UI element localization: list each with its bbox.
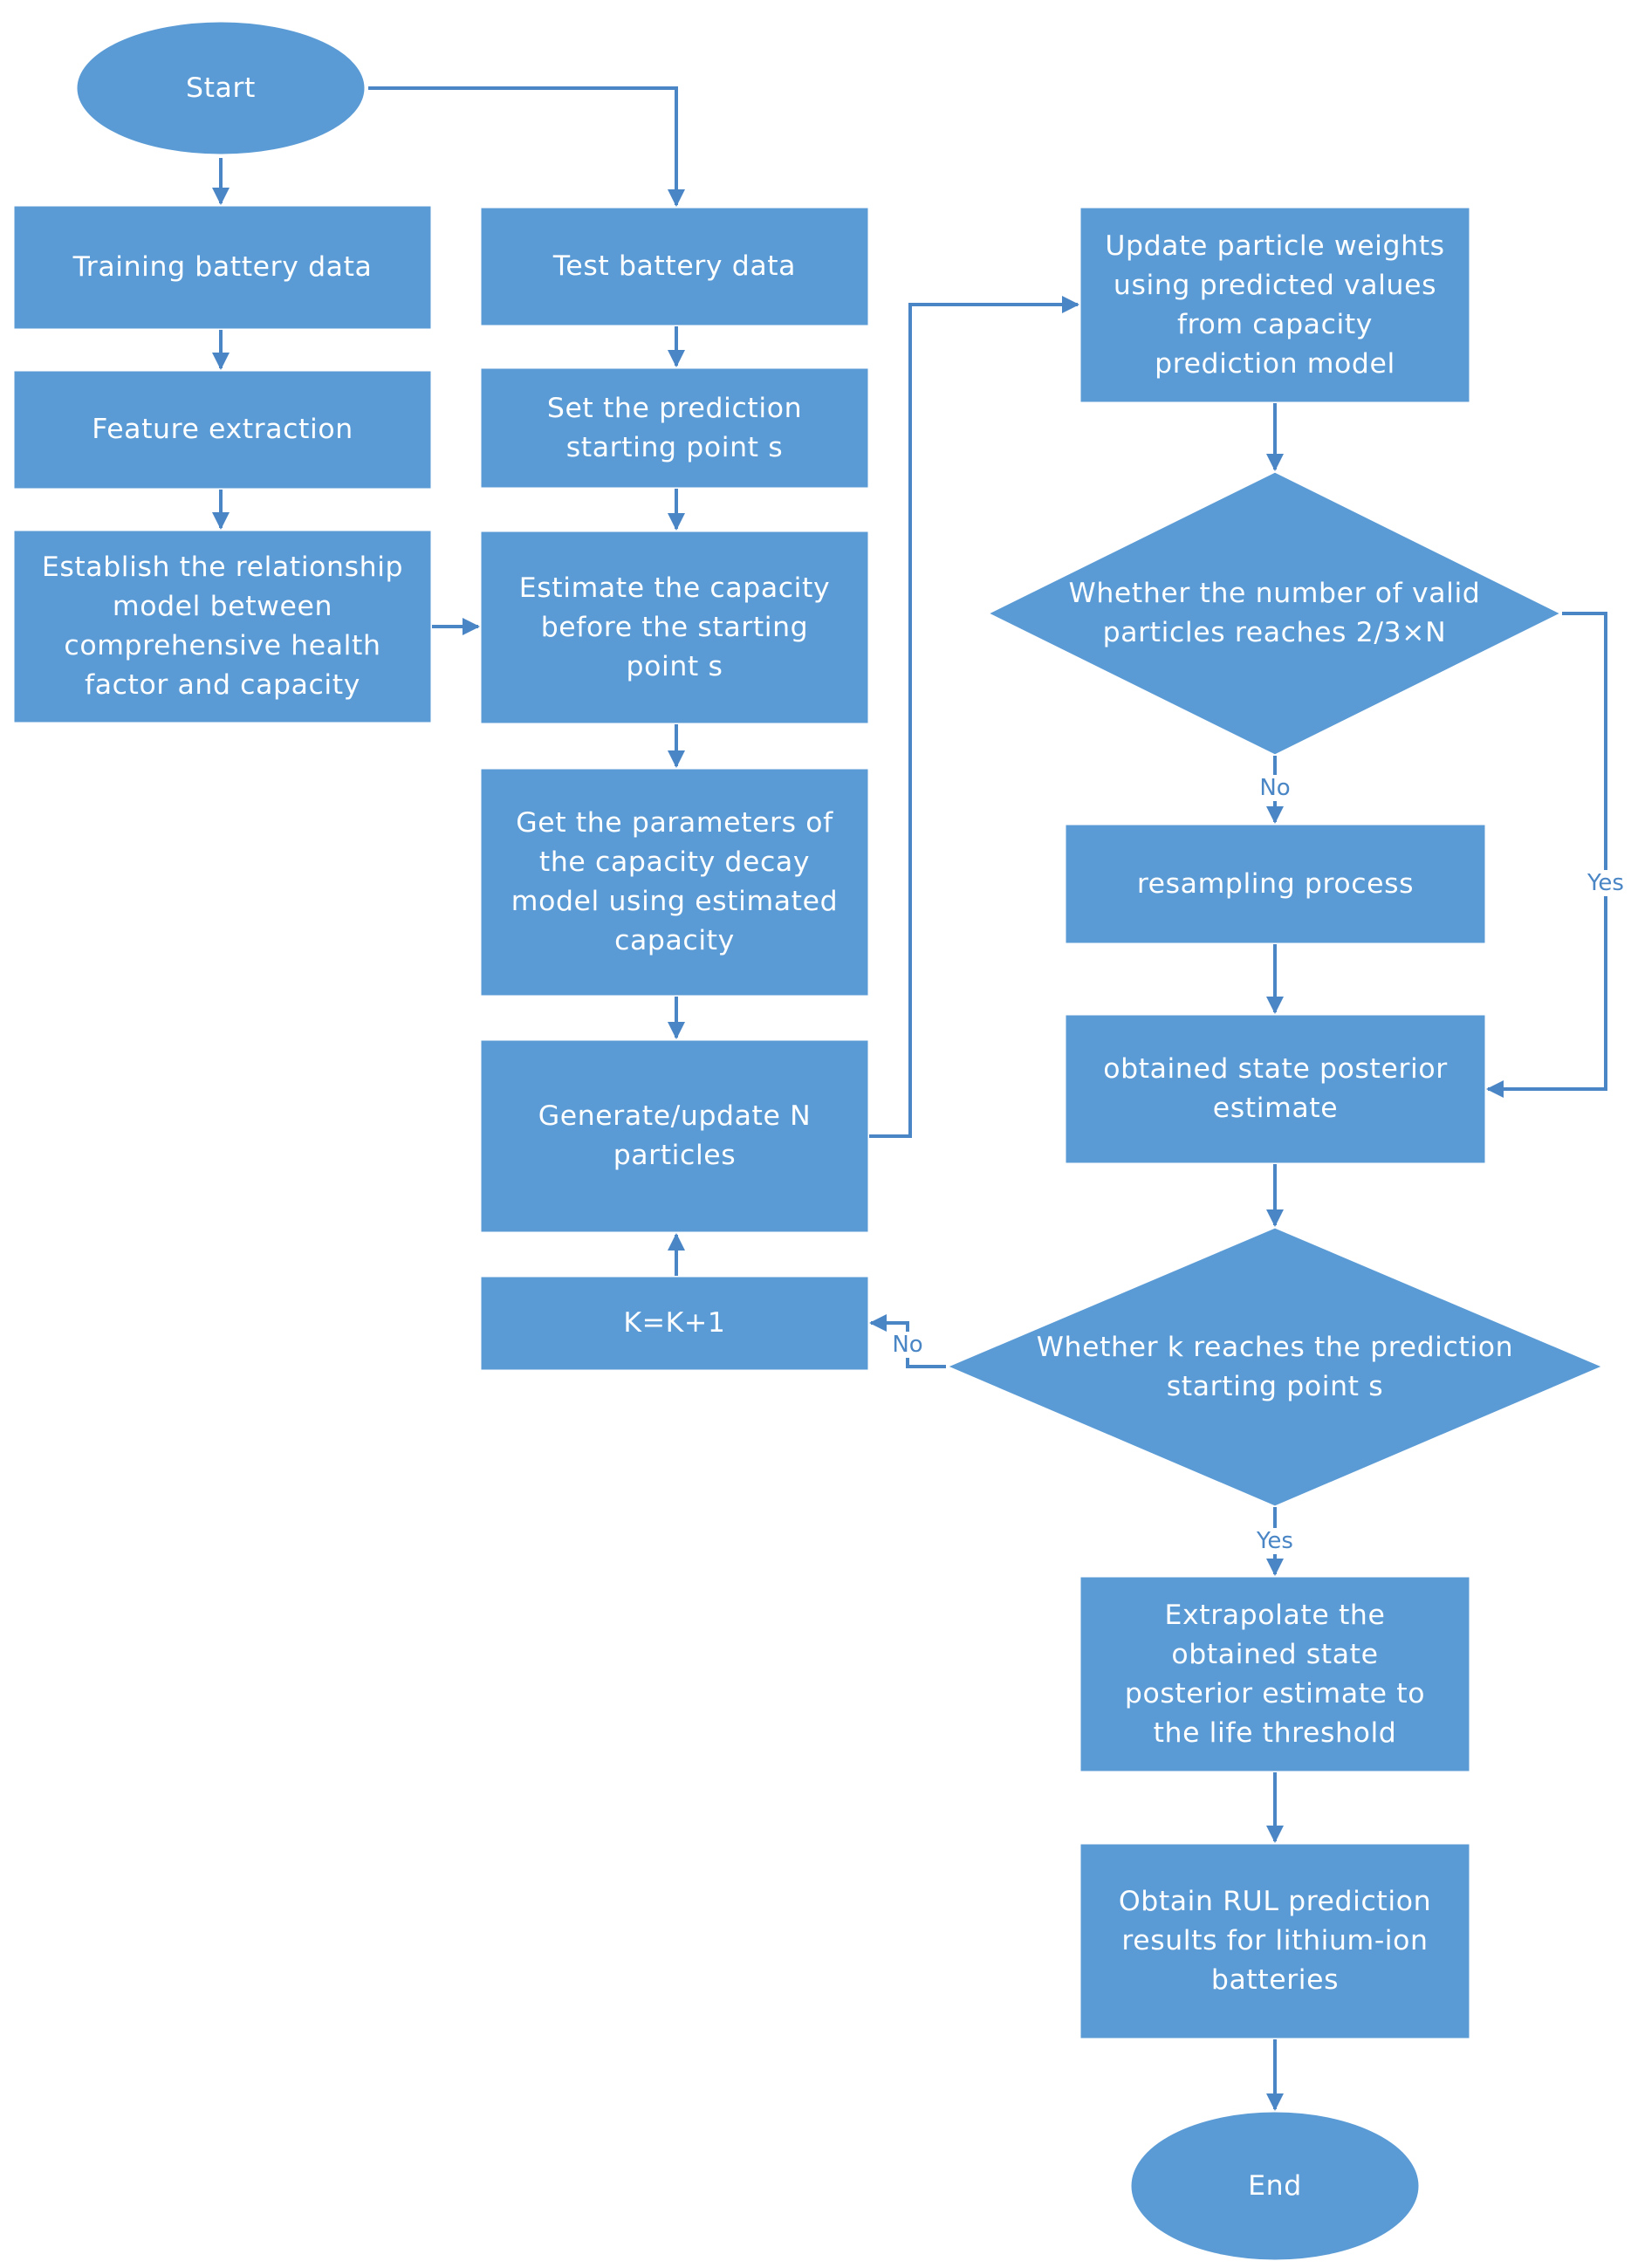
k-yes-label: Yes xyxy=(1254,1528,1296,1554)
increment-node: K=K+1 xyxy=(480,1276,869,1371)
obtain-rul-box xyxy=(1078,1841,1472,2041)
resampling-box xyxy=(1063,822,1488,946)
valid-no-label: No xyxy=(1257,775,1293,801)
increment-label: K=K+1 xyxy=(623,1307,726,1339)
generate-particles-box xyxy=(478,1038,871,1235)
estimate-label: Estimate the capacity before the startin… xyxy=(518,572,831,682)
feature-node: Feature extraction xyxy=(13,370,432,490)
start-node: Start xyxy=(76,21,366,155)
posterior-node: obtained state posterior estimate xyxy=(1065,1014,1486,1164)
decision-valid-node: Whether the number of valid particles re… xyxy=(987,471,1562,756)
obtain-rul-node: Obtain RUL prediction results for lithiu… xyxy=(1079,1843,1470,2039)
relationship-label: Establish the relationship model between… xyxy=(41,552,404,701)
start-label: Start xyxy=(186,72,256,104)
test-label: Test battery data xyxy=(552,250,797,282)
get-params-node: Get the parameters of the capacity decay… xyxy=(480,768,869,997)
decision-k-node: Whether k reaches the prediction startin… xyxy=(946,1227,1604,1507)
end-terminal xyxy=(1128,2109,1422,2263)
k-no-label: No xyxy=(889,1332,926,1358)
get-parameters-box xyxy=(478,766,871,998)
feature-extraction-box xyxy=(11,368,434,491)
arrow-decision-yes-to-posterior xyxy=(1486,612,1607,1098)
resampling-label: resampling process xyxy=(1136,867,1415,900)
increment-k-box xyxy=(478,1274,871,1373)
end-label: End xyxy=(1248,2169,1302,2202)
update-weights-box xyxy=(1078,205,1472,405)
decision-k-label: Whether k reaches the prediction startin… xyxy=(1036,1331,1514,1402)
resampling-node: resampling process xyxy=(1065,824,1486,944)
relationship-model-box xyxy=(11,528,434,725)
set-point-node: Set the prediction starting point s xyxy=(480,367,869,489)
relationship-node: Establish the relationship model between… xyxy=(13,530,432,723)
posterior-label: obtained state posterior estimate xyxy=(1103,1053,1448,1124)
decision-valid-label: Whether the number of valid particles re… xyxy=(1068,578,1481,648)
estimate-node: Estimate the capacity before the startin… xyxy=(480,531,869,724)
extrapolate-box xyxy=(1078,1574,1472,1774)
training-node: Training battery data xyxy=(13,205,432,330)
update-weights-label: Update particle weights using predicted … xyxy=(1105,230,1445,380)
feature-label: Feature extraction xyxy=(92,414,353,445)
valid-yes-label: Yes xyxy=(1585,870,1627,896)
generate-node: Generate/update N particles xyxy=(480,1039,869,1233)
end-node: End xyxy=(1130,2111,1420,2261)
test-node: Test battery data xyxy=(480,207,869,326)
start-terminal xyxy=(74,19,367,157)
set-point-label: Set the prediction starting point s xyxy=(546,392,803,463)
arrow-generate-to-update-weights xyxy=(869,296,1079,1138)
extrapolate-node: Extrapolate the obtained state posterior… xyxy=(1079,1576,1470,1772)
update-weights-node: Update particle weights using predicted … xyxy=(1079,207,1470,403)
training-data-box xyxy=(11,203,434,332)
generate-label: Generate/update N particles xyxy=(538,1100,812,1171)
obtain-rul-label: Obtain RUL prediction results for lithiu… xyxy=(1118,1886,1432,1996)
training-label: Training battery data xyxy=(72,251,373,283)
arrow-start-to-test xyxy=(368,86,685,207)
get-params-label: Get the parameters of the capacity decay… xyxy=(511,807,839,956)
extrapolate-label: Extrapolate the obtained state posterior… xyxy=(1124,1599,1426,1749)
